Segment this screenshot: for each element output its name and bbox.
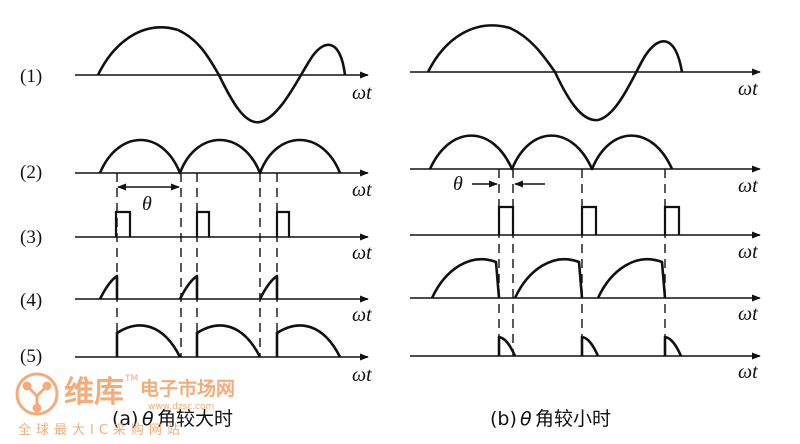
row-label-4: (4) [20,290,42,311]
segment-b-5-2 [580,335,600,357]
row-label-3: (3) [20,227,42,248]
watermark-slogan: 全球最大IC采购网站 [18,422,185,438]
axis-label-a-2: ωt [352,179,372,201]
pulse-b-2 [580,205,598,235]
segment-a-4-3 [258,274,279,300]
row-labels: (1) (2) (3) (4) (5) [20,66,42,367]
watermark-tm: TM [124,374,138,384]
axis-label-b-1: ωt [738,78,758,100]
segment-a-4-2 [178,274,199,300]
sine-wave-a [96,26,347,124]
axis-label-a-1: ωt [352,82,372,104]
segment-b-4-2 [513,257,584,299]
axis-label-b-5: ωt [738,361,758,383]
panel-a: ωt ωt ωt ωt ωt θ (a) θ 角 [75,26,372,430]
pulse-b-1 [497,205,515,235]
rectified-wave-b [428,134,674,171]
axis-label-a-5: ωt [352,364,372,386]
sine-wave-b [426,24,684,122]
row-label-1: (1) [20,66,42,87]
axis-label-b-4: ωt [738,303,758,325]
pulse-b-3 [663,205,681,235]
watermark-site-name: 电子市场网 [140,377,235,400]
watermark-brand: 维库 [64,375,124,410]
rectified-wave-a [98,138,342,175]
caption-a: (a) θ 角较大时 [112,408,233,430]
caption-a-prefix: (a) [112,408,138,430]
row-label-5: (5) [20,346,42,367]
caption-b-text: 角较小时 [535,408,611,430]
pulse-a-2 [195,210,211,237]
segment-b-4-1 [430,257,501,299]
segment-a-5-2 [195,324,262,358]
axis-label-a-3: ωt [352,242,372,264]
segment-b-5-3 [663,335,683,357]
axis-label-b-3: ωt [738,241,758,263]
segment-b-4-3 [596,257,667,299]
caption-b: (b) θ 角较小时 [490,408,611,430]
caption-b-prefix: (b) [490,408,517,430]
row-label-2: (2) [20,162,42,183]
watermark-domain: www.dzsc.com [148,402,214,412]
pulse-a-3 [275,210,291,237]
segment-a-4-1 [98,274,119,300]
watermark-logo-icon [15,372,59,416]
caption-a-text: 角较大时 [157,408,233,430]
axis-label-a-4: ωt [352,304,372,326]
caption-b-symbol: θ [520,408,532,430]
axis-label-b-2: ωt [738,175,758,197]
segment-a-5-3 [275,324,342,358]
watermark: 维库 TM 电子市场网 www.dzsc.com 全球最大IC采购网站 [15,372,235,438]
pulse-a-1 [114,210,132,237]
panel-b: ωt ωt ωt ωt ωt θ (b) θ 角 [410,24,761,430]
caption-a-symbol: θ [142,408,154,430]
segment-a-5-1 [115,324,182,358]
theta-label-a: θ [142,193,152,215]
theta-label-b: θ [453,173,463,195]
